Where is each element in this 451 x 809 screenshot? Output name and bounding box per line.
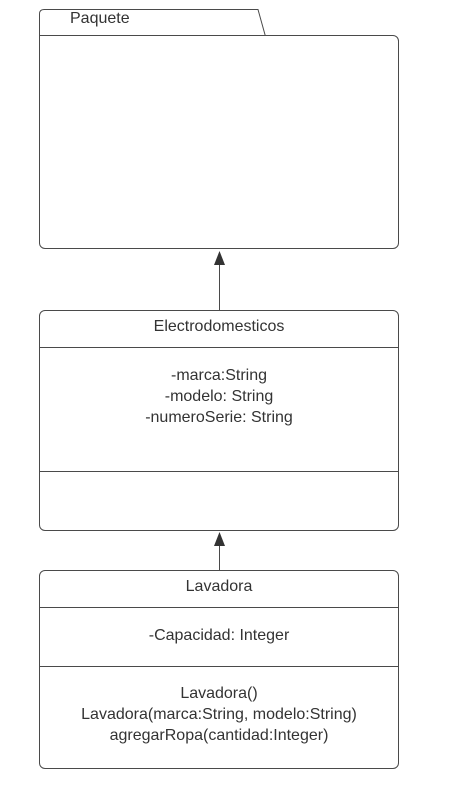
class-divider (40, 471, 398, 472)
attributes-compartment: -marca:String -modelo: String -numeroSer… (40, 365, 398, 428)
class-divider (40, 607, 398, 608)
method: Lavadora() (180, 685, 258, 702)
class-divider (40, 666, 398, 667)
attribute: -numeroSerie: String (145, 409, 293, 426)
generalization-arrow-2 (214, 532, 225, 571)
attribute: -Capacidad: Integer (148, 627, 290, 644)
attributes-compartment: -Capacidad: Integer (40, 625, 398, 646)
class-electrodomesticos: Electrodomesticos -marca:String -modelo:… (39, 310, 399, 531)
method: Lavadora(marca:String, modelo:String) (81, 706, 357, 723)
class-name: Electrodomesticos (153, 318, 285, 335)
attribute: -marca:String (170, 367, 268, 384)
generalization-arrow-1 (214, 251, 225, 310)
method: agregarRopa(cantidad:Integer) (109, 727, 329, 744)
attribute: -modelo: String (164, 388, 274, 405)
package-tab (39, 9, 266, 37)
package-body (39, 35, 399, 249)
class-lavadora: Lavadora -Capacidad: Integer Lavadora() … (39, 570, 399, 769)
methods-compartment: Lavadora() Lavadora(marca:String, modelo… (40, 683, 398, 746)
class-name: Lavadora (185, 578, 253, 595)
package-name: Paquete (70, 10, 130, 27)
class-divider (40, 347, 398, 348)
methods-compartment (40, 472, 398, 530)
